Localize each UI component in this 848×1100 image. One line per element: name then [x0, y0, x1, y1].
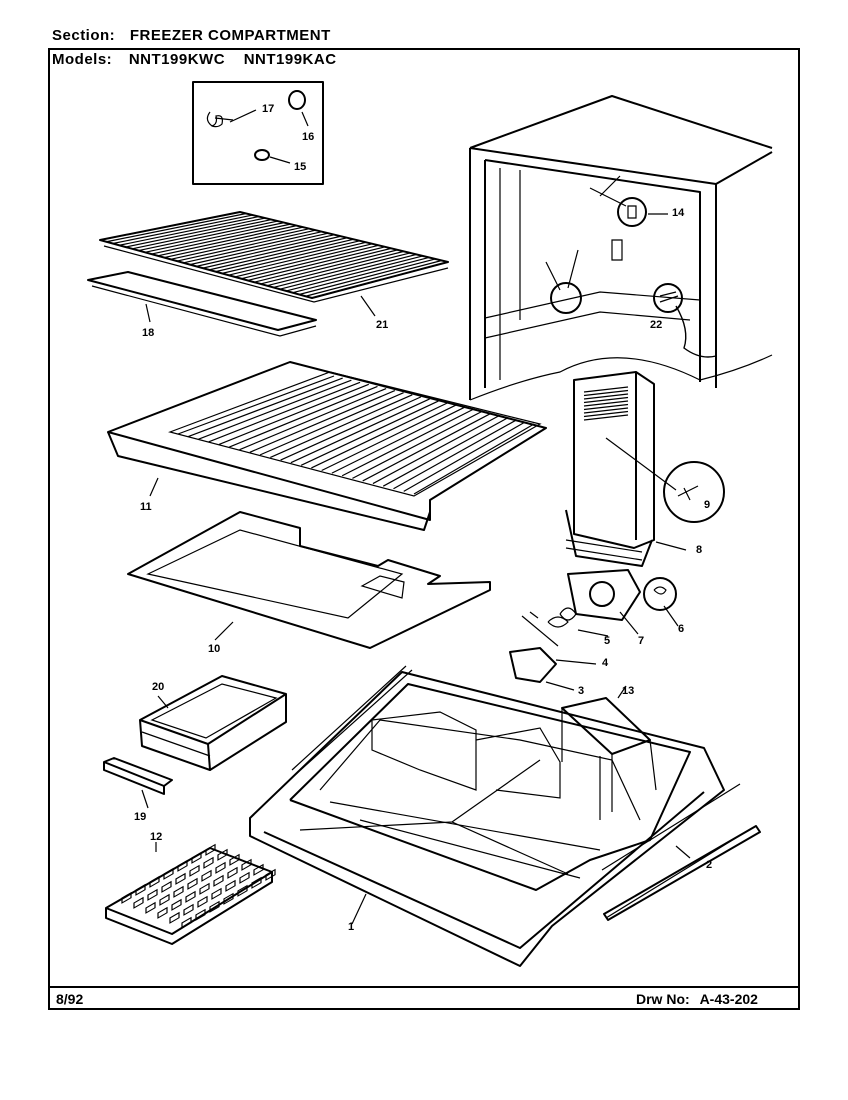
footer-divider [48, 986, 800, 988]
freezer-tray [107, 361, 547, 531]
fan-assembly [509, 569, 679, 691]
wire-shelf-assembly [87, 211, 449, 337]
callout-7: 7 [638, 635, 644, 647]
model-number-1: NNT199KWC [128, 51, 226, 68]
callout-21: 21 [376, 319, 388, 331]
callout-8: 8 [696, 544, 702, 556]
callout-19: 19 [134, 811, 146, 823]
callout-16: 16 [302, 131, 314, 143]
section-label: Section: [52, 27, 116, 44]
callout-4: 4 [602, 657, 609, 669]
ice-cube-tray [105, 842, 276, 945]
insulation-pan [127, 511, 491, 649]
callout-6: 6 [678, 623, 684, 635]
callout-22: 22 [650, 319, 662, 331]
callout-5: 5 [604, 635, 610, 647]
evaporator-cover [565, 371, 725, 567]
ice-bin [139, 675, 287, 771]
drawing-label: Drw No: [636, 991, 690, 1007]
small-parts-inset [192, 81, 324, 185]
section-value: FREEZER COMPARTMENT [129, 27, 331, 44]
ice-bin-bracket [103, 757, 173, 809]
model-number-2: NNT199KAC [243, 51, 337, 68]
callout-20: 20 [152, 681, 164, 693]
callout-12: 12 [150, 831, 162, 843]
freezer-floor-assembly [249, 665, 761, 967]
drawing-number: Drw No: A-43-202 [636, 991, 758, 1007]
callout-10: 10 [208, 643, 220, 655]
diagram-frame [48, 48, 800, 1010]
callout-13: 13 [622, 685, 634, 697]
callout-11: 11 [140, 501, 152, 513]
callout-15: 15 [294, 161, 306, 173]
callout-17: 17 [262, 103, 274, 115]
callout-2: 2 [706, 859, 712, 871]
callout-9: 9 [704, 499, 710, 511]
callout-1: 1 [348, 921, 354, 933]
models-label: Models: [52, 51, 113, 68]
callout-14: 14 [672, 207, 685, 219]
drawing-value: A-43-202 [699, 991, 758, 1007]
freezer-cabinet [469, 95, 773, 401]
revision-date: 8/92 [56, 991, 84, 1007]
callout-18: 18 [142, 327, 154, 339]
callout-labels: 17 16 15 14 21 18 22 9 11 8 6 7 5 10 4 2… [134, 103, 712, 933]
callout-3: 3 [578, 685, 584, 697]
